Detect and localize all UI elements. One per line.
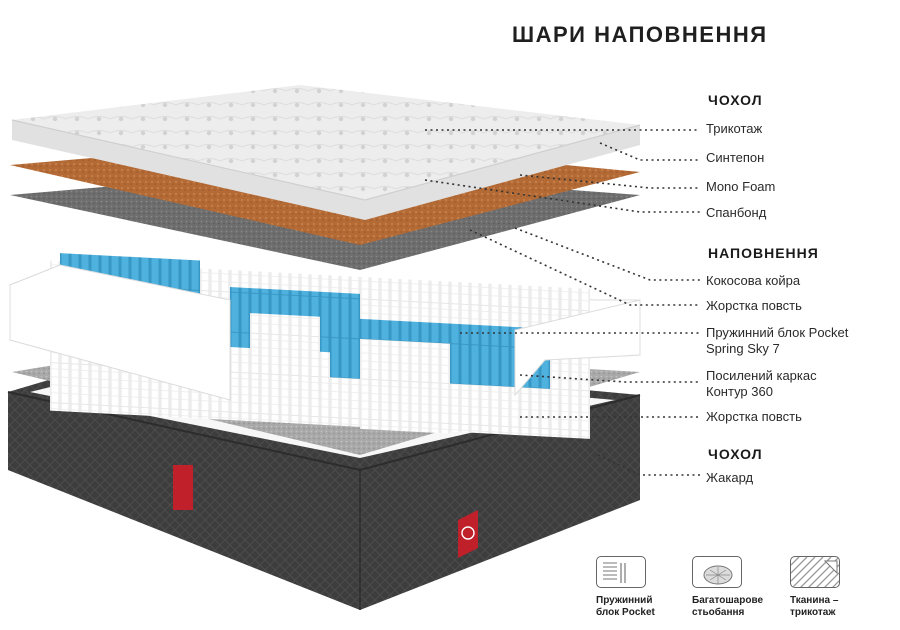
feature-quilting-line2: стьобання (692, 607, 745, 618)
section-filling: НАПОВНЕННЯ (708, 245, 819, 261)
label-felt-1: Жорстка повсть (706, 298, 802, 313)
spring-block-layer (9, 253, 641, 439)
page-title: ШАРИ НАПОВНЕННЯ (512, 22, 768, 47)
section-cover-bottom: ЧОХОЛ (708, 446, 763, 462)
knit-fabric-icon (790, 556, 840, 588)
label-pocket-spring: Пружинний блок Pocket Spring Sky 7 (706, 325, 848, 357)
label-knit: Трикотаж (706, 121, 763, 136)
brand-label-right (458, 510, 478, 558)
pocket-spring-icon (596, 556, 646, 588)
label-coconut: Кокосова койра (706, 273, 801, 288)
label-mono-foam: Mono Foam (706, 179, 776, 194)
label-pocket-line2: Spring Sky 7 (706, 341, 780, 356)
top-quilted-cover (11, 85, 641, 220)
feature-pocket-line2: блок Pocket (596, 607, 655, 618)
label-felt-2: Жорстка повсть (706, 409, 802, 424)
label-frame: Посилений каркас Контур 360 (706, 368, 817, 400)
label-synthepon: Синтепон (706, 150, 765, 165)
feature-knit-line2: трикотаж (790, 607, 836, 618)
label-spunbond: Спанбонд (706, 205, 767, 220)
label-frame-line1: Посилений каркас (706, 368, 817, 383)
label-pocket-line1: Пружинний блок Pocket (706, 325, 849, 340)
feature-knit-fabric: Тканина –трикотаж (790, 556, 880, 619)
quilting-icon (692, 556, 742, 588)
label-jacquard: Жакард (706, 470, 754, 485)
feature-pocket-line1: Пружинний (596, 595, 653, 606)
brand-label-left (173, 465, 193, 510)
label-frame-line2: Контур 360 (706, 384, 773, 399)
feature-knit-line1: Тканина – (790, 595, 839, 606)
section-cover-top: ЧОХОЛ (708, 92, 763, 108)
feature-quilting-line1: Багатошарове (692, 595, 764, 606)
leader-lines (424, 129, 700, 476)
